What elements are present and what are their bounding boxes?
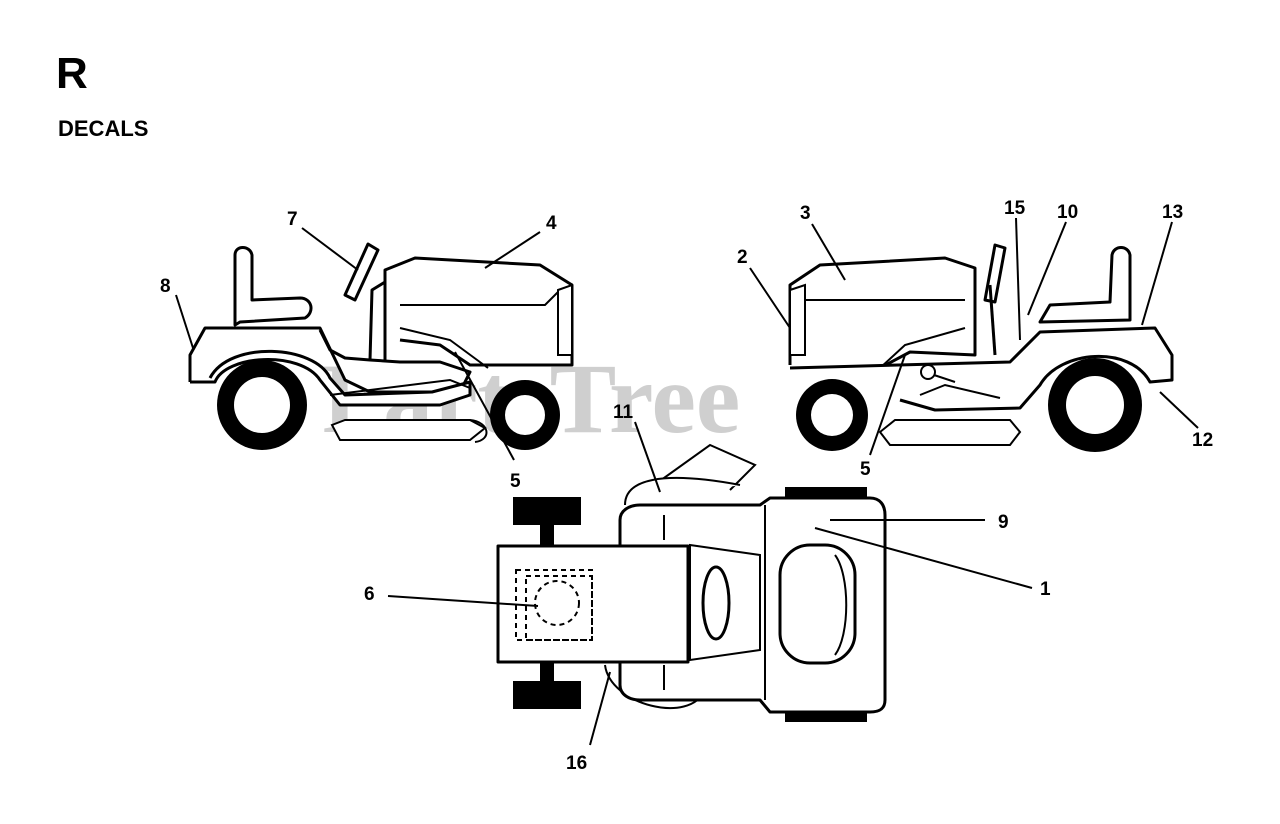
tractor-left-side-view <box>188 242 574 450</box>
leader-1 <box>814 527 1033 589</box>
front-hub-left <box>505 395 545 435</box>
frame-left <box>190 349 472 407</box>
grille-left <box>557 283 573 356</box>
rear-fender-right <box>789 326 1174 412</box>
leader-4 <box>484 231 541 269</box>
callout-13: 13 <box>1162 202 1183 223</box>
hood-panel-left <box>399 327 489 369</box>
leader-15 <box>1015 217 1021 341</box>
front-hub-right <box>811 394 853 436</box>
front-tire-top-upper <box>513 497 581 525</box>
seat-top <box>778 543 857 665</box>
seat-right <box>1038 246 1132 324</box>
leader-3 <box>811 223 846 281</box>
leader-12 <box>1159 391 1199 429</box>
steering-wheel-right <box>983 243 1007 304</box>
steering-wheel-top <box>701 565 731 641</box>
lever-right <box>933 374 956 383</box>
rear-hub-right <box>1066 376 1124 434</box>
leader-5a <box>454 351 515 461</box>
callout-5-left: 5 <box>510 471 521 492</box>
front-spindle-lower <box>540 662 554 682</box>
callout-9: 9 <box>998 512 1009 533</box>
seat-back-top <box>834 554 848 656</box>
mower-deck-left <box>330 419 487 441</box>
deck-cord-left <box>469 419 488 443</box>
mower-deck-right <box>878 419 1022 446</box>
hood-line-left <box>400 289 561 306</box>
callout-labels: 7 4 8 5 3 2 15 10 13 5 12 11 9 1 6 16 <box>160 198 1213 774</box>
steering-column-right <box>988 284 997 356</box>
section-letter: R <box>56 49 88 98</box>
hood-panel-right <box>879 327 966 369</box>
tractor-right-side-view <box>788 243 1174 452</box>
foot-pedal-right <box>919 383 1001 399</box>
callout-15: 15 <box>1004 198 1026 219</box>
callout-5-right: 5 <box>860 459 871 480</box>
grille-right <box>789 283 806 356</box>
callout-3: 3 <box>800 203 811 224</box>
decal-outline-6-inner <box>525 575 593 641</box>
deck-outline-top <box>624 476 741 506</box>
callout-10: 10 <box>1057 202 1078 223</box>
rear-tire-top-upper <box>785 487 867 499</box>
leader-5b <box>869 354 906 456</box>
callout-8: 8 <box>160 276 171 297</box>
callout-2: 2 <box>737 247 748 268</box>
callout-11: 11 <box>613 402 634 423</box>
decal-circle-6 <box>534 580 580 626</box>
leader-7 <box>301 227 359 271</box>
hood-right <box>788 256 977 370</box>
leader-16 <box>589 671 611 746</box>
steering-column-left <box>368 280 386 361</box>
leader-10 <box>1027 221 1067 316</box>
callout-16: 16 <box>566 753 587 774</box>
section-title: DECALS <box>58 116 149 141</box>
seat-left <box>233 246 313 327</box>
callout-6: 6 <box>364 584 375 605</box>
front-spindle-upper <box>540 525 554 547</box>
rear-hub-left <box>234 377 290 433</box>
leader-13 <box>1141 221 1173 326</box>
leader-2 <box>749 267 791 329</box>
tractor-top-view <box>496 443 887 722</box>
callout-12: 12 <box>1192 430 1213 451</box>
foot-pedal-left <box>329 378 471 396</box>
lever-knob-right <box>920 364 936 380</box>
leader-6 <box>387 595 539 607</box>
leader-lines <box>175 217 1199 746</box>
callout-1: 1 <box>1040 579 1051 600</box>
leader-11 <box>634 421 661 493</box>
callout-7: 7 <box>287 209 298 230</box>
front-tire-top-lower <box>513 681 581 709</box>
leader-8 <box>175 294 194 349</box>
steering-wheel-left <box>343 242 380 302</box>
callout-4: 4 <box>546 213 557 234</box>
